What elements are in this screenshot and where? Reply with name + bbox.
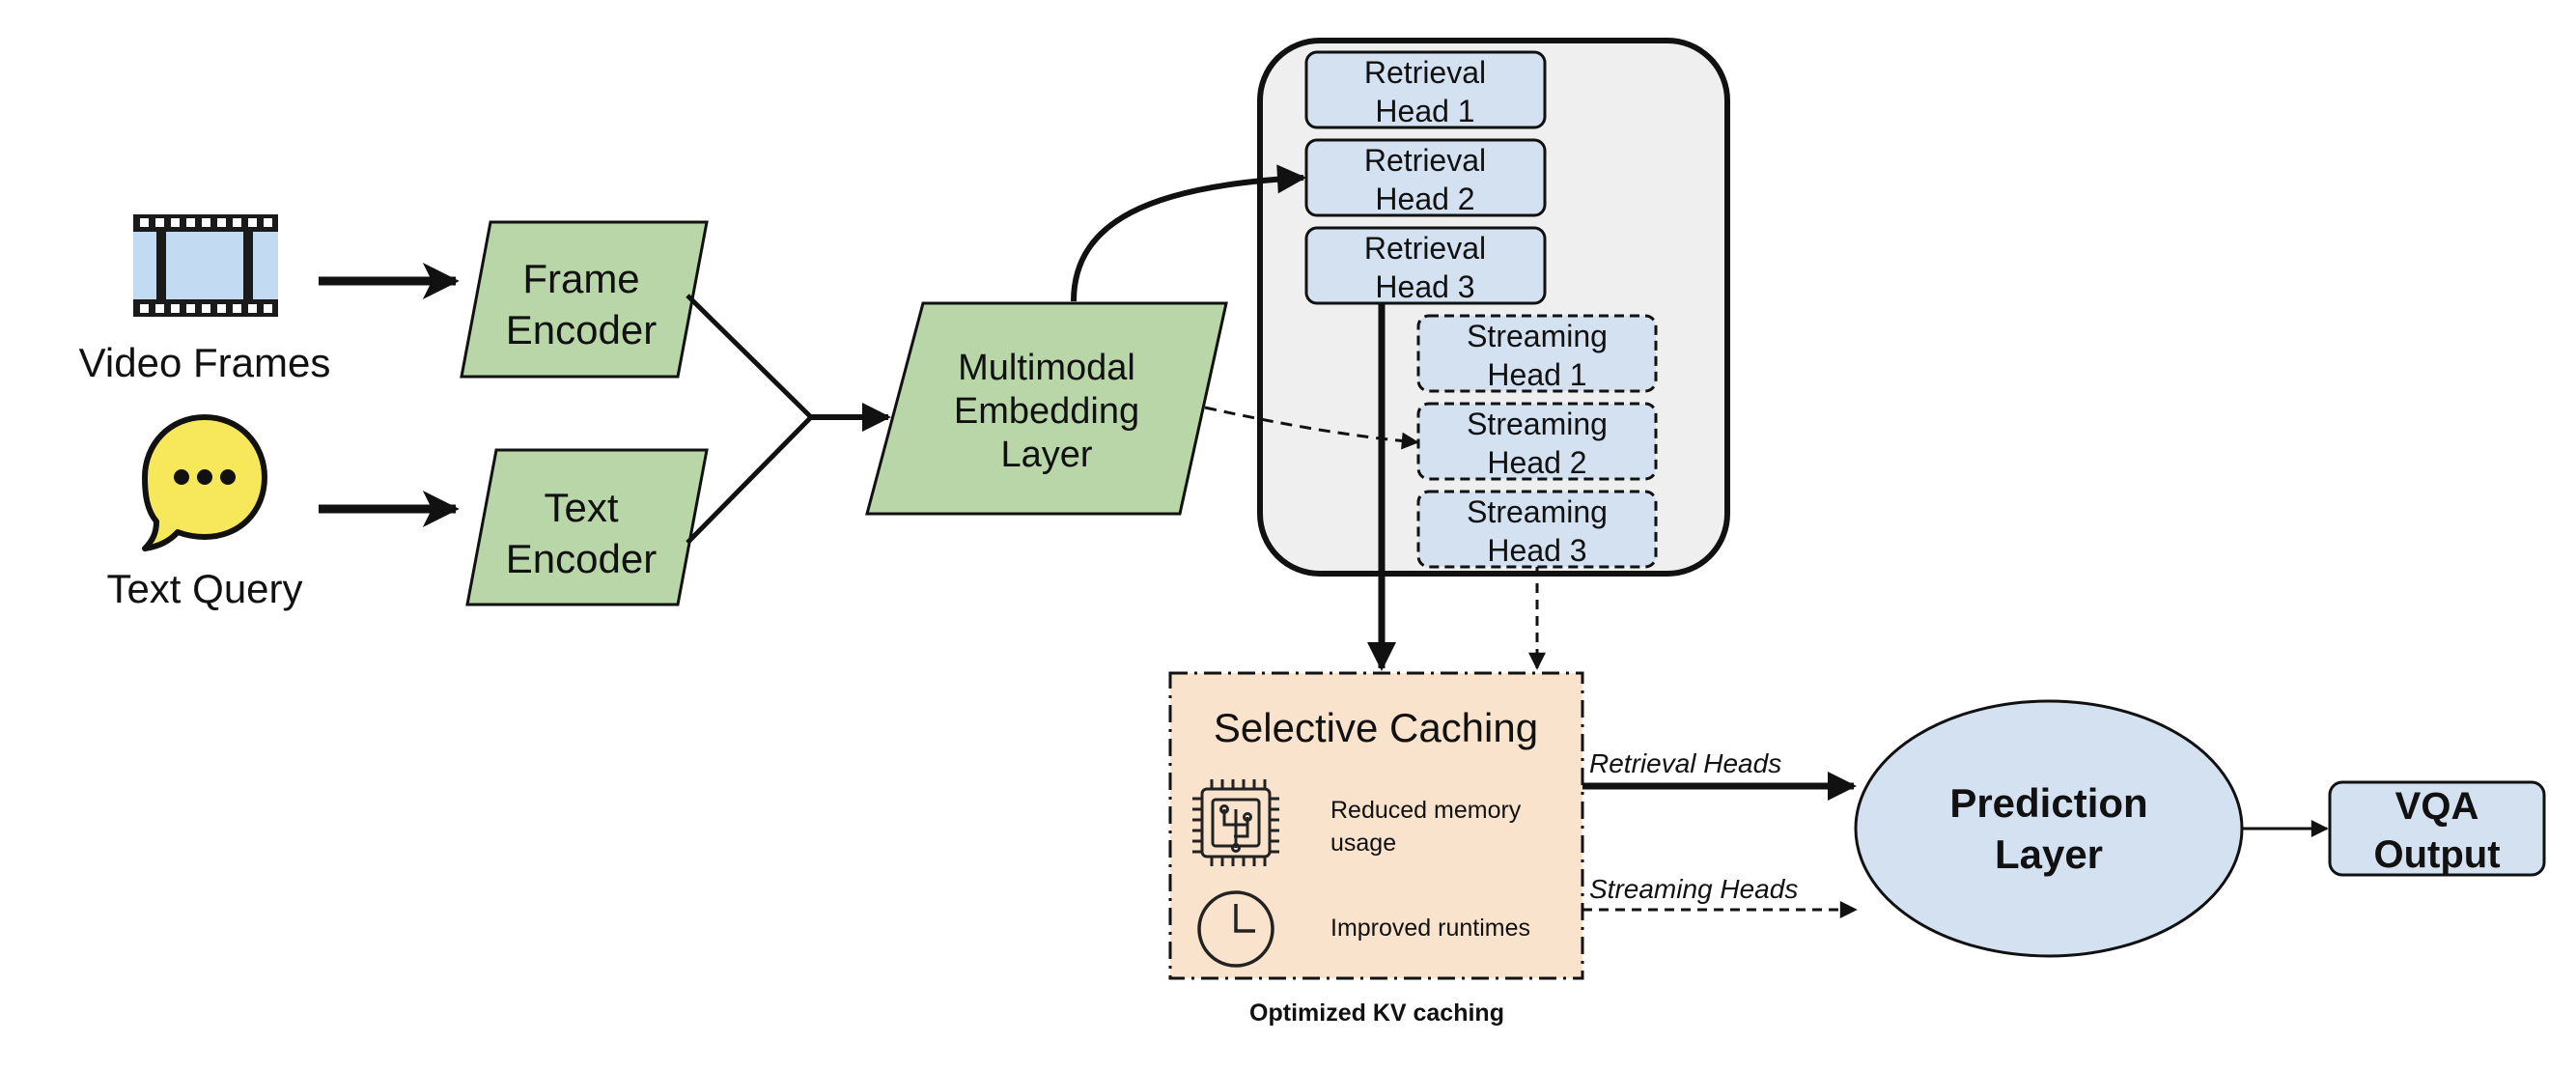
- retrieval-heads-edge-label: Retrieval Heads: [1589, 748, 1781, 778]
- embedding-line-3: Layer: [1000, 435, 1092, 475]
- selective-caching-box: Selective Caching Reduced memory usage I…: [1168, 671, 1584, 980]
- text-encoder: Text Encoder: [465, 448, 709, 606]
- vqa-output-line-2: Output: [2373, 833, 2500, 876]
- retrieval-head-2-line-2: Head 2: [1375, 182, 1474, 216]
- retrieval-head-2: Retrieval Head 2: [1304, 138, 1547, 217]
- embedding-to-streaming-head-arrow: [1204, 406, 1419, 450]
- embedding-to-retrieval-head-arrow: [1071, 164, 1306, 302]
- text-query-input: Text Query: [106, 414, 303, 611]
- retrieval-head-2-line-1: Retrieval: [1364, 143, 1486, 178]
- streaming-head-2-line-1: Streaming: [1467, 407, 1608, 441]
- streaming-head-2: Streaming Head 2: [1416, 402, 1658, 481]
- retrieval-head-1-line-2: Head 1: [1375, 94, 1474, 128]
- retrieval-head-3-line-1: Retrieval: [1364, 231, 1486, 266]
- vqa-output: VQA Output: [2328, 780, 2546, 877]
- text-query-label: Text Query: [106, 566, 302, 611]
- retrieval-head-3-line-2: Head 3: [1375, 269, 1474, 304]
- speech-bubble-icon: [142, 414, 267, 551]
- frame-encoder-line-1: Frame: [522, 256, 639, 301]
- retrieval-head-1-line-1: Retrieval: [1364, 55, 1486, 90]
- streaming-head-1-line-2: Head 1: [1487, 357, 1586, 392]
- streaming-head-3-line-1: Streaming: [1467, 494, 1608, 529]
- multimodal-embedding-layer: Multimodal Embedding Layer: [865, 301, 1228, 516]
- streaming-heads-edge-label: Streaming Heads: [1589, 874, 1798, 904]
- frame-encoder-line-2: Encoder: [506, 307, 657, 352]
- embedding-line-1: Multimodal: [958, 348, 1135, 388]
- vqa-output-line-1: VQA: [2395, 785, 2479, 828]
- optimized-kv-caching-caption: Optimized KV caching: [1249, 1000, 1504, 1027]
- frame-encoder: Frame Encoder: [460, 220, 709, 379]
- video-frames-input: Video Frames: [79, 214, 331, 385]
- streaming-head-1-line-1: Streaming: [1467, 319, 1608, 353]
- streaming-head-3: Streaming Head 3: [1416, 490, 1658, 569]
- text-encoder-line-1: Text: [544, 485, 618, 530]
- prediction-line-1: Prediction: [1949, 780, 2147, 826]
- encoders-merge-lines: [686, 294, 815, 545]
- streaming-head-3-line-2: Head 3: [1487, 533, 1586, 568]
- embedding-line-2: Embedding: [954, 391, 1139, 432]
- retrieval-head-1: Retrieval Head 1: [1304, 50, 1547, 129]
- benefit-memory-line-2: usage: [1330, 830, 1396, 857]
- prediction-line-2: Layer: [1995, 831, 2103, 877]
- streaming-head-1: Streaming Head 1: [1416, 314, 1658, 393]
- text-encoder-line-2: Encoder: [506, 536, 657, 581]
- benefit-memory-line-1: Reduced memory: [1330, 797, 1522, 824]
- chip-icon: [1192, 779, 1279, 866]
- video-frames-label: Video Frames: [79, 340, 331, 385]
- film-strip-icon: [133, 214, 278, 317]
- streaming-head-2-line-2: Head 2: [1487, 445, 1586, 480]
- retrieval-head-3: Retrieval Head 3: [1304, 226, 1547, 305]
- clock-icon: [1197, 890, 1274, 968]
- selective-caching-title: Selective Caching: [1214, 705, 1538, 750]
- prediction-layer: Prediction Layer: [1854, 699, 2244, 958]
- benefit-runtime-line-1: Improved runtimes: [1330, 915, 1530, 942]
